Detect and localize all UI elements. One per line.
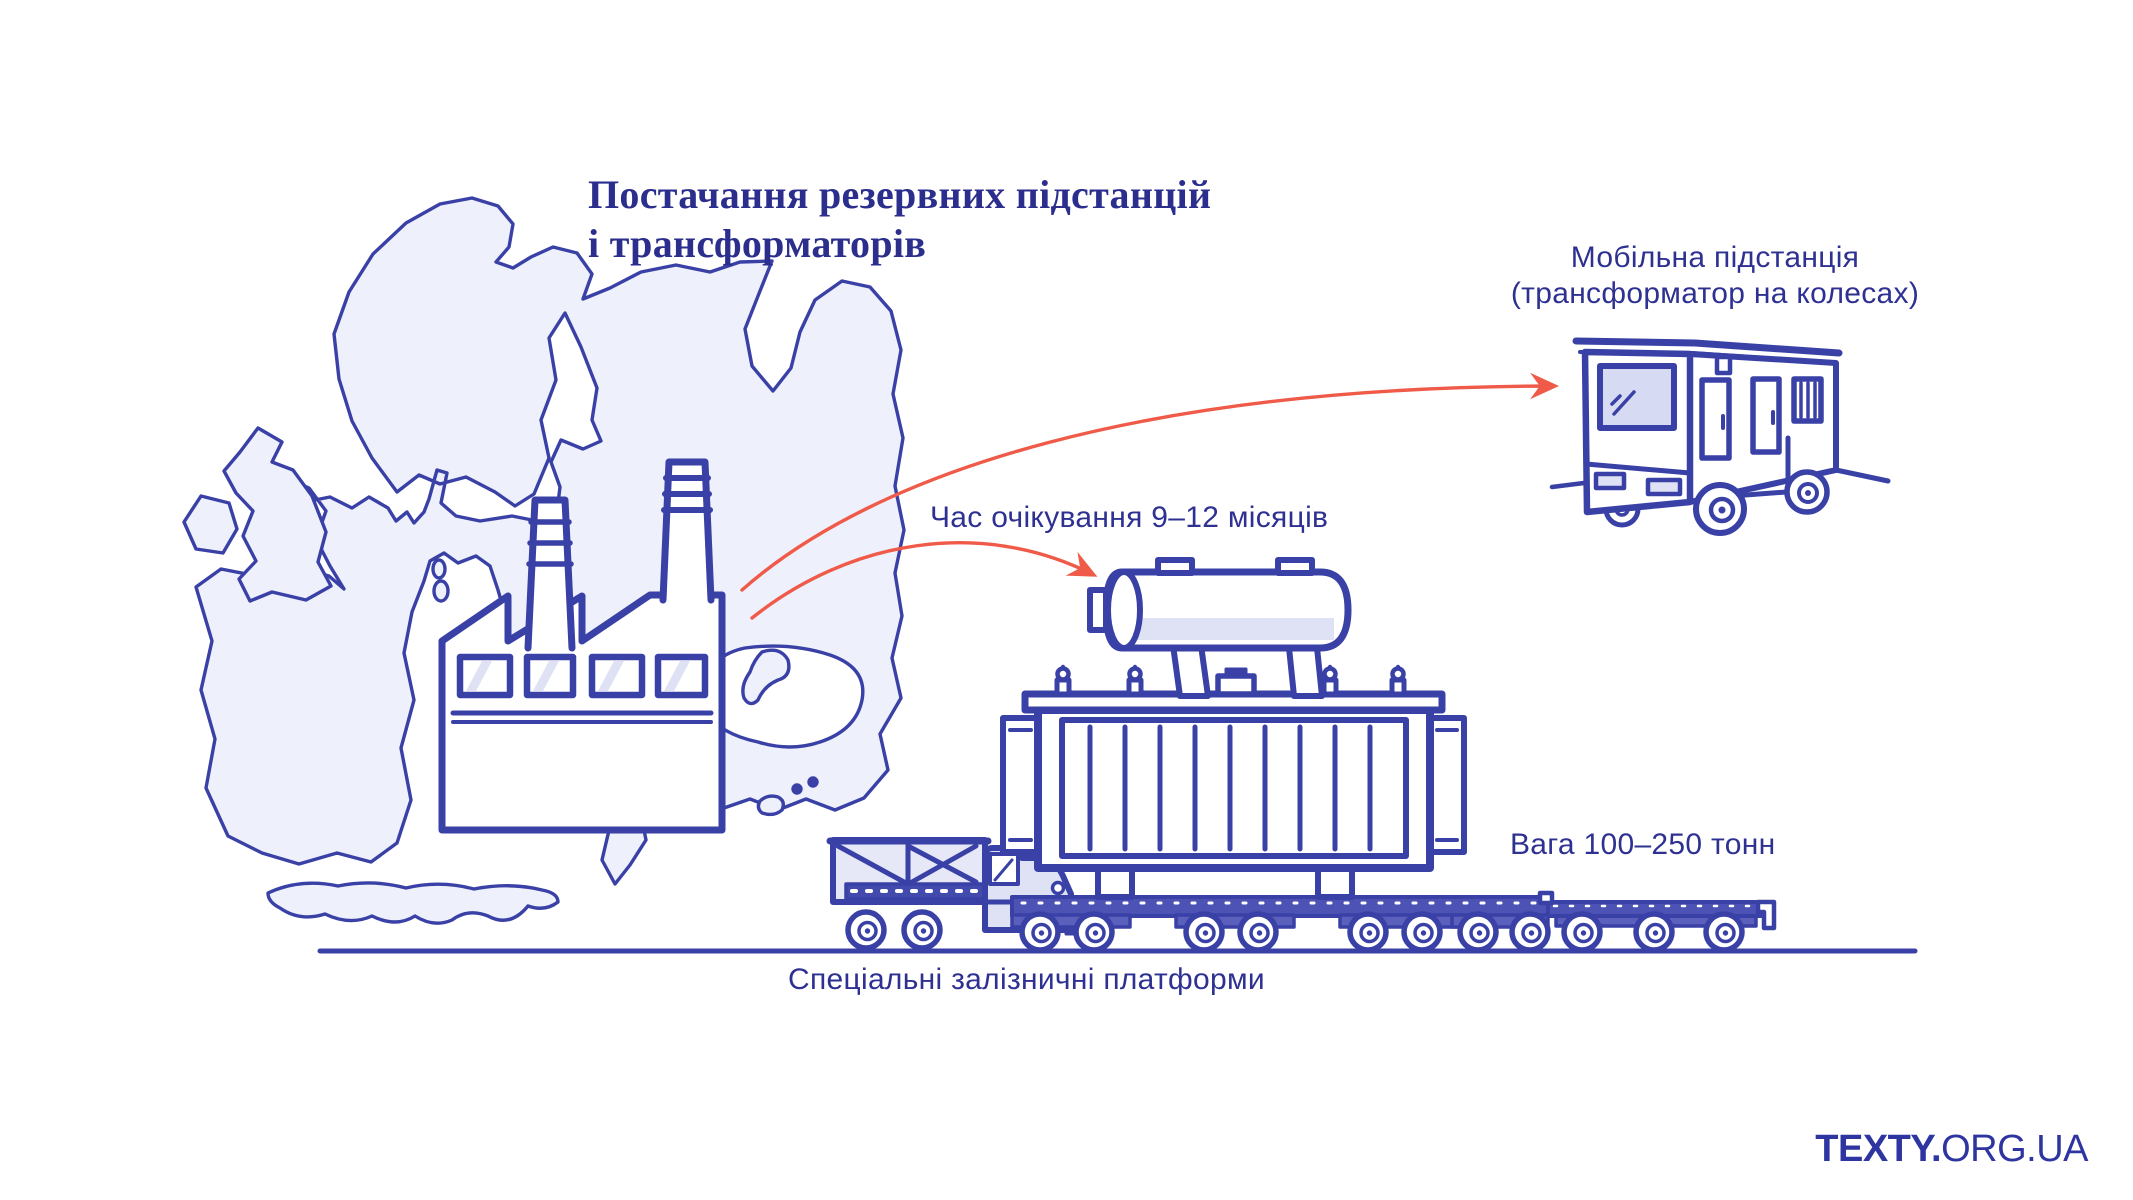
brand-logo: TEXTY.ORG.UA xyxy=(1815,1128,2088,1171)
mobile-substation-label: Мобільна підстанція (трансформатор на ко… xyxy=(1455,240,1975,312)
factory-icon xyxy=(438,458,726,834)
rail-platform-icon xyxy=(1010,895,1548,950)
mobile-substation-trailer-icon xyxy=(1549,337,1891,536)
page-title: Постачання резервних підстанцій і трансф… xyxy=(588,170,1211,268)
mobile-substation-label-line1: Мобільна підстанція xyxy=(1570,241,1860,274)
arrow-to-trailer-icon xyxy=(740,372,1560,592)
map-island-dot xyxy=(807,776,819,788)
map-corsica xyxy=(431,558,447,580)
mobile-substation-label-line2: (трансформатор на колесах) xyxy=(1510,277,1920,310)
map-sardinia xyxy=(432,579,450,603)
map-ireland xyxy=(182,494,239,555)
waiting-time-label: Час очікування 9–12 місяців xyxy=(930,501,1329,534)
empty-rail-platform-icon xyxy=(1537,890,1777,950)
map-black-sea xyxy=(698,644,865,749)
page-title-line2: і трансформаторів xyxy=(588,221,927,266)
map-crimea xyxy=(741,648,791,706)
map-north-africa xyxy=(266,881,560,925)
weight-label: Вага 100–250 тонн xyxy=(1510,828,1776,861)
transformer-icon xyxy=(1000,557,1467,900)
map-britain xyxy=(222,426,333,603)
brand-logo-rest: ORG.UA xyxy=(1941,1128,2088,1170)
railway-platforms-label: Спеціальні залізничні платформи xyxy=(788,963,1265,996)
map-crete xyxy=(756,794,786,817)
page-title-line1: Постачання резервних підстанцій xyxy=(588,172,1212,217)
arrow-to-transformer-icon xyxy=(750,541,1098,620)
brand-logo-bold: TEXTY. xyxy=(1815,1128,1942,1170)
map-island-dot xyxy=(791,783,803,795)
